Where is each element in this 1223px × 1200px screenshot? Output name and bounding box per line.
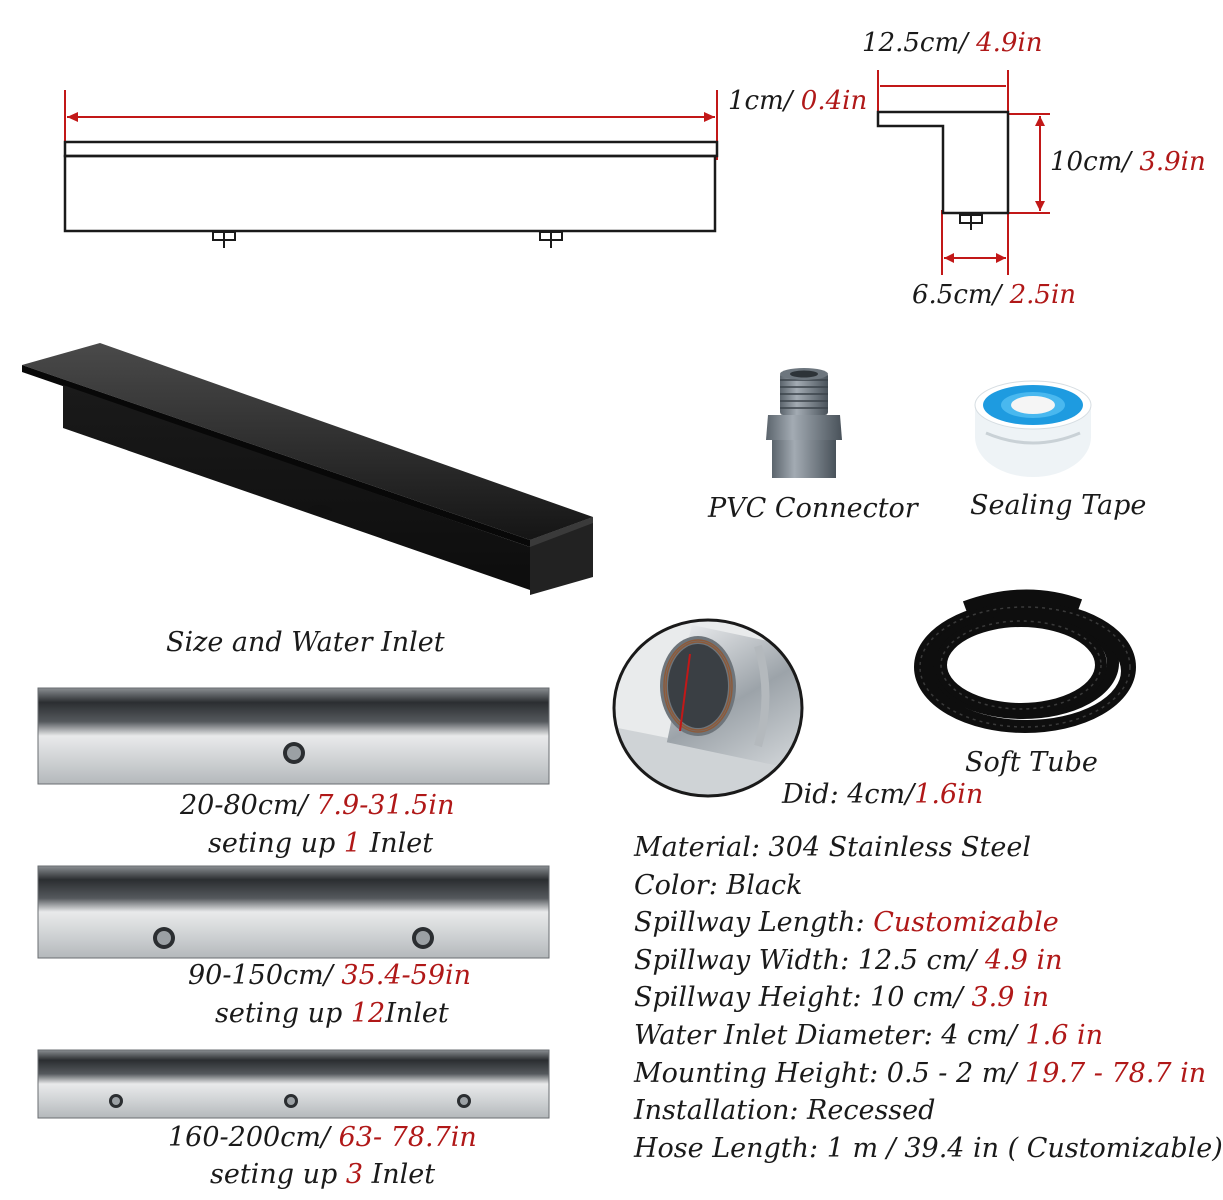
spec-width: Spillway Width: 12.5 cm/ 4.9 in (634, 944, 1063, 976)
soft-tube-icon (914, 589, 1136, 733)
side-profile-drawing (876, 70, 1050, 275)
spec-mounting-height: Mounting Height: 0.5 - 2 m/ 19.7 - 78.7 … (634, 1057, 1207, 1089)
pvc-connector-label: PVC Connector (708, 493, 918, 524)
spec-material: Material: 304 Stainless Steel (634, 832, 1031, 863)
size-1-range: 20-80cm/ 7.9-31.5in (180, 790, 455, 821)
soft-tube-label: Soft Tube (965, 747, 1098, 778)
spillway-bar-2-inlets (37, 865, 550, 959)
spec-installation: Installation: Recessed (634, 1095, 936, 1127)
size-2-inlets: seting up 12Inlet (215, 998, 449, 1029)
spillway-bar-3-inlets (37, 1049, 550, 1119)
size-1-inlets: seting up 1 Inlet (208, 828, 434, 859)
sizes-title: Size and Water Inlet (166, 627, 445, 658)
front-inlet-left (212, 231, 236, 248)
black-spillway-render (22, 343, 593, 595)
spec-inlet-diameter: Water Inlet Diameter: 4 cm/ 1.6 in (634, 1019, 1104, 1051)
spec-length: Spillway Length: Customizable (634, 907, 1059, 939)
sealing-tape-icon (974, 380, 1092, 477)
front-inlet-right (539, 231, 563, 248)
front-view-drawing (63, 90, 719, 248)
pvc-connector-icon (766, 368, 842, 478)
spec-list: Material: 304 Stainless Steel Color: Bla… (634, 829, 1223, 1167)
sealing-tape-label: Sealing Tape (970, 490, 1147, 521)
spec-height: Spillway Height: 10 cm/ 3.9 in (634, 982, 1049, 1014)
inlet-thread-detail (612, 618, 804, 798)
size-2-range: 90-150cm/ 35.4-59in (188, 960, 472, 991)
height-dimension-label: 10cm/ 3.9in (1050, 147, 1206, 177)
size-3-range: 160-200cm/ 63- 78.7in (168, 1122, 477, 1153)
bottom-dimension-label: 6.5cm/ 2.5in (912, 280, 1077, 310)
width-dimension-label: 12.5cm/ 4.9in (862, 28, 1043, 58)
size-3-inlets: seting up 3 Inlet (210, 1159, 436, 1190)
lip-dimension-label: 1cm/ 0.4in (728, 86, 868, 116)
inlet-diameter-label: Did: 4cm/1.6in (782, 779, 984, 810)
spec-hose-length: Hose Length: 1 m / 39.4 in ( Customizabl… (634, 1132, 1223, 1164)
spec-color: Color: Black (634, 869, 803, 901)
spillway-bar-1-inlet (37, 687, 550, 785)
